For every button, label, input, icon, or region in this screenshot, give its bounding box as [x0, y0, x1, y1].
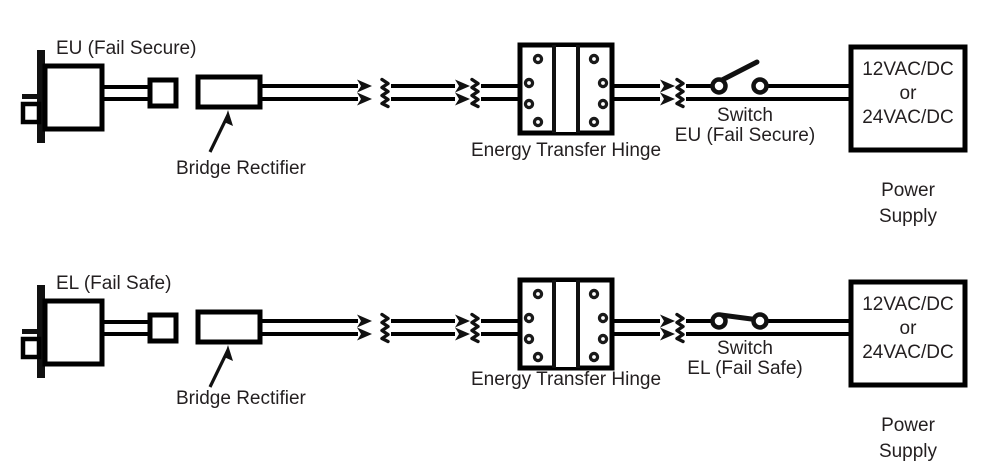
wire-break-el-2: [470, 312, 480, 344]
power-supply-box: [848, 44, 968, 153]
hinge-knuckle: [556, 47, 576, 132]
power-supply-voltage-1: 12VAC/DC: [862, 294, 954, 315]
power-supply-voltage-2: 24VAC/DC: [862, 342, 954, 363]
wire-break-eu-3: [675, 77, 685, 109]
rectifier-callout-eu: [208, 110, 233, 153]
lock-label-el: EL (Fail Safe): [56, 273, 171, 294]
power-supply-caption-1: Power: [881, 415, 936, 436]
hinge-screw: [532, 53, 544, 65]
hinge-screw: [588, 288, 600, 300]
power-supply-or: or: [900, 318, 918, 339]
power-supply-box: [848, 279, 968, 388]
switch-label-eu-1: Switch: [717, 105, 773, 126]
lock-faceplate: [37, 285, 45, 378]
hinge-knuckle: [556, 282, 576, 367]
hinge-screw: [523, 98, 535, 110]
wire-break-el-1: [380, 312, 390, 344]
wire-rectifier-to-break1-eu: [259, 79, 372, 106]
lock-latch: [22, 94, 39, 99]
switch-blade[interactable]: [719, 59, 760, 83]
switch-el[interactable]: [710, 312, 769, 330]
power-supply-caption-2: Supply: [879, 206, 938, 227]
hinge-screw: [523, 333, 535, 345]
hinge-screw: [588, 53, 600, 65]
wire-lock-to-connector-eu: [102, 85, 152, 101]
hinge-screw: [523, 312, 535, 324]
switch-terminal-left: [710, 312, 728, 330]
hinge-label-eu: Energy Transfer Hinge: [471, 140, 661, 161]
power-supply-caption-1: Power: [881, 180, 936, 201]
power-supply-voltage-1: 12VAC/DC: [862, 59, 954, 80]
lock-label-eu: EU (Fail Secure): [56, 38, 196, 59]
switch-terminal-left: [710, 77, 728, 95]
hinge-screw: [532, 351, 544, 363]
wire-hinge-out-eu: [611, 79, 675, 106]
wire-arrow-el-1: [357, 314, 372, 341]
energy-transfer-hinge-el: [517, 277, 615, 371]
energy-transfer-hinge-eu: [517, 42, 615, 136]
wire-break-eu-2: [470, 77, 480, 109]
inline-connector-eu: [147, 77, 179, 109]
row-eu: 12VAC/DC or 24VAC/DC Power Supply EU (Fa…: [20, 38, 968, 227]
wire-hinge-out-el: [611, 314, 675, 341]
switch-label-el-2: EL (Fail Safe): [687, 358, 802, 379]
lock-body: [42, 298, 105, 367]
wire-span2-eu: [391, 79, 470, 106]
wire-arrow-eu-2: [455, 79, 470, 106]
hinge-screw: [588, 351, 600, 363]
wire-arrow-eu-3: [660, 79, 675, 106]
hinge-screw: [523, 77, 535, 89]
wire-span2-el: [391, 314, 470, 341]
rectifier-callout-el: [208, 345, 233, 388]
electric-lock-eu: [20, 50, 105, 143]
wire-span3-el: [481, 319, 521, 336]
wire-span3-eu: [481, 84, 521, 101]
lock-body: [42, 63, 105, 132]
power-supply-voltage-2: 24VAC/DC: [862, 107, 954, 128]
hinge-screw: [597, 98, 609, 110]
hinge-screw: [597, 333, 609, 345]
wire-arrow-el-3: [660, 314, 675, 341]
lock-latch: [22, 329, 39, 334]
power-supply-caption-2: Supply: [879, 441, 938, 462]
rectifier-label-el: Bridge Rectifier: [176, 388, 307, 409]
lock-bolt: [20, 101, 42, 125]
lock-bolt: [20, 336, 42, 360]
row-el: 12VAC/DC or 24VAC/DC Power Supply EL (Fa…: [20, 273, 968, 462]
switch-label-eu-2: EU (Fail Secure): [675, 125, 815, 146]
switch-eu[interactable]: [710, 59, 769, 95]
switch-label-el-1: Switch: [717, 338, 773, 359]
wire-rectifier-to-break1-el: [259, 314, 372, 341]
inline-connector-el: [147, 312, 179, 344]
rectifier-label-eu: Bridge Rectifier: [176, 158, 307, 179]
bridge-rectifier-el: [195, 309, 263, 345]
wire-break-el-3: [675, 312, 685, 344]
hinge-screw: [532, 288, 544, 300]
hinge-screw: [532, 116, 544, 128]
wire-arrow-eu-1: [357, 79, 372, 106]
wire-lock-to-connector-el: [102, 320, 152, 336]
wire-arrow-el-2: [455, 314, 470, 341]
switch-terminal-right: [751, 77, 769, 95]
hinge-screw: [597, 77, 609, 89]
hinge-screw: [588, 116, 600, 128]
wire-break-eu-1: [380, 77, 390, 109]
switch-terminal-right: [751, 312, 769, 330]
hinge-screw: [597, 312, 609, 324]
power-supply-eu: 12VAC/DC or 24VAC/DC Power Supply: [848, 44, 968, 227]
power-supply-or: or: [900, 83, 918, 104]
hinge-label-el: Energy Transfer Hinge: [471, 369, 661, 390]
lock-faceplate: [37, 50, 45, 143]
bridge-rectifier-eu: [195, 74, 263, 110]
power-supply-el: 12VAC/DC or 24VAC/DC Power Supply: [848, 279, 968, 462]
electric-lock-el: [20, 285, 105, 378]
